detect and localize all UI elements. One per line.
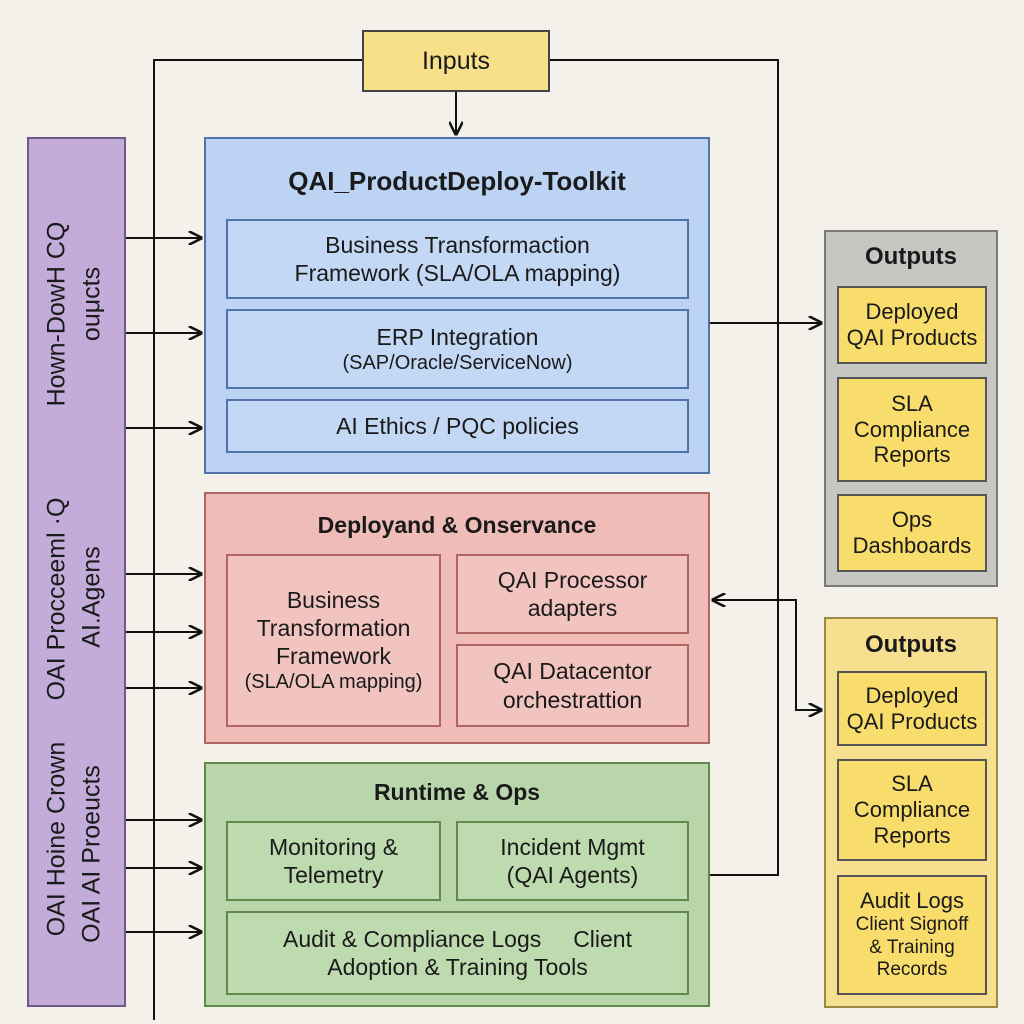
inputs-box: Inputs [362, 30, 550, 92]
outputs-panel-gray: Outputs Deployed QAI Products SLA Compli… [824, 230, 998, 587]
outputs-yellow-deployed-products: Deployed QAI Products [837, 671, 987, 746]
left-bus-line [153, 59, 362, 1020]
outputs-yellow-sla-reports: SLA Compliance Reports [837, 759, 987, 861]
inputs-label: Inputs [421, 46, 491, 75]
arrow-deploy-outputs-bidirectional [713, 600, 821, 710]
toolkit-item-ai-ethics: AI Ethics / PQC policies [226, 399, 689, 453]
sidebar-label-4: AI.Agens [77, 546, 106, 648]
outputs-gray-deployed-products: Deployed QAI Products [837, 286, 987, 364]
sidebar-label-2: ouμcts [77, 266, 106, 342]
outputs-gray-ops-dashboards: Ops Dashboards [837, 494, 987, 572]
sidebar-label-1: Hown-DowH CQ [42, 221, 71, 407]
toolkit-item-erp-integration: ERP Integration(SAP/Oracle/ServiceNow) [226, 309, 689, 389]
outputs-gray-title: Outputs [865, 243, 957, 270]
deploy-section: Deployand & Onservance Business Transfor… [204, 492, 710, 744]
runtime-item-monitoring: Monitoring &Telemetry [226, 821, 441, 901]
runtime-title: Runtime & Ops [373, 779, 541, 805]
right-loop-line [550, 59, 779, 876]
toolkit-title: QAI_ProductDeploy-Toolkit [288, 166, 626, 196]
toolkit-section: QAI_ProductDeploy-Toolkit Business Trans… [204, 137, 710, 474]
sidebar-label-5: OAI Hoine Crown [42, 741, 71, 937]
sidebar-label-3: OAI Procceeml ·Q [42, 497, 71, 701]
runtime-item-incident-mgmt: Incident Mgmt(QAI Agents) [456, 821, 689, 901]
outputs-gray-sla-reports: SLA Compliance Reports [837, 377, 987, 482]
outputs-yellow-audit-logs: Audit Logs Client Signoff & Training Rec… [837, 875, 987, 995]
deploy-item-business-framework: Business Transformation Framework (SLA/O… [226, 554, 441, 727]
sidebar-label-6: OAI AI Proeucts [77, 765, 106, 943]
outputs-panel-yellow: Outputs Deployed QAI Products SLA Compli… [824, 617, 998, 1008]
runtime-section: Runtime & Ops Monitoring &Telemetry Inci… [204, 762, 710, 1007]
deploy-title: Deployand & Onservance [317, 512, 597, 538]
outputs-yellow-title: Outputs [865, 631, 957, 658]
sidebar-panel: Hown-DowH CQ ouμcts OAI Procceeml ·Q AI.… [27, 137, 126, 1007]
